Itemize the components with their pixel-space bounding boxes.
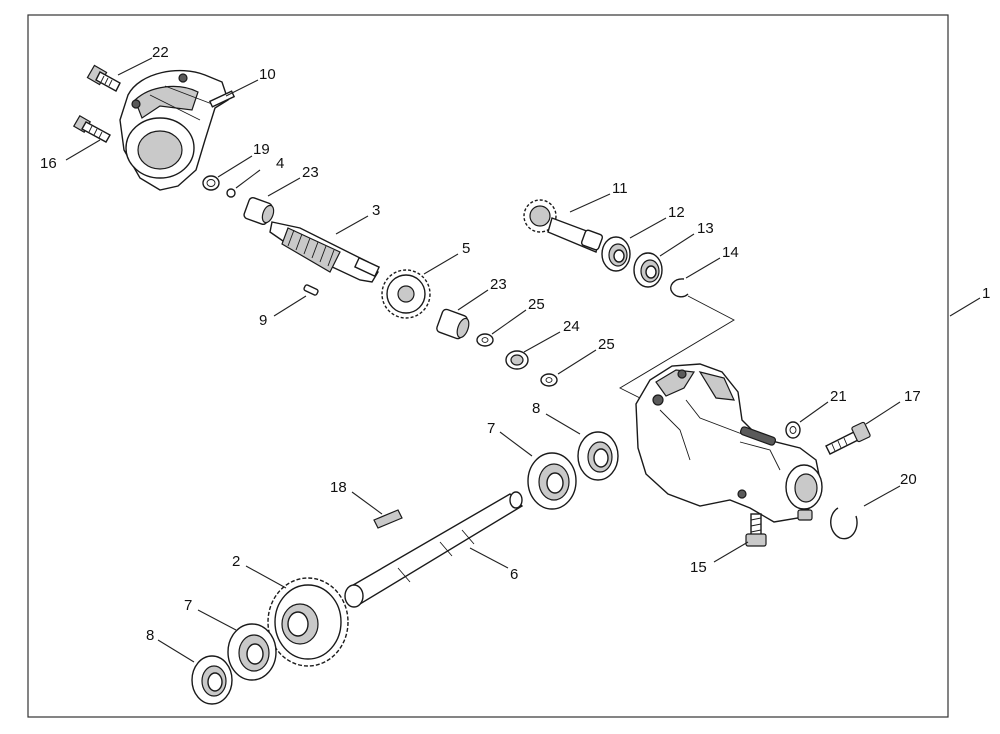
label-25-upper: 25 (528, 296, 545, 313)
label-25-lower: 25 (598, 336, 615, 353)
leader-lines (65, 57, 981, 663)
label-23-middle: 23 (490, 276, 507, 293)
worm-shaft-3 (269, 221, 381, 283)
label-22: 22 (152, 44, 169, 61)
label-1: 1 (982, 285, 990, 302)
label-12: 12 (668, 204, 685, 221)
diagram-frame (27, 14, 949, 718)
washer-25-upper (476, 333, 494, 347)
bolt-17 (825, 421, 871, 455)
oil-seal-8-upper (577, 431, 619, 481)
needle-bearing-23-upper (243, 196, 275, 226)
part-labels: 22 10 16 19 4 23 3 5 9 23 25 24 25 11 12… (40, 44, 990, 644)
label-24: 24 (563, 318, 580, 335)
washer-19 (202, 175, 220, 191)
bolt-22 (86, 64, 121, 92)
washer-21 (785, 421, 801, 439)
ball-bearing-7-upper (527, 452, 577, 510)
bolt-16 (72, 114, 111, 143)
ball-bearing-7-lower (227, 623, 277, 681)
label-19: 19 (253, 141, 270, 158)
label-2: 2 (232, 553, 240, 570)
label-13: 13 (697, 220, 714, 237)
gear-housing-1 (635, 363, 823, 523)
upper-case-cover (119, 69, 229, 191)
label-14: 14 (722, 244, 739, 261)
ball-4 (226, 188, 236, 198)
label-7-lower: 7 (184, 597, 192, 614)
label-10: 10 (259, 66, 276, 83)
circlip-14 (670, 278, 689, 298)
bolt-15 (745, 513, 767, 547)
label-4: 4 (276, 155, 284, 172)
label-15: 15 (690, 559, 707, 576)
key-18 (373, 509, 403, 529)
label-7-upper: 7 (487, 420, 495, 437)
label-6: 6 (510, 566, 518, 583)
label-8-upper: 8 (532, 400, 540, 417)
label-5: 5 (462, 240, 470, 257)
washer-25-lower (540, 373, 558, 387)
label-20: 20 (900, 471, 917, 488)
label-11: 11 (612, 180, 628, 197)
label-8-lower: 8 (146, 627, 154, 644)
label-16: 16 (40, 155, 57, 172)
label-23-upper: 23 (302, 164, 319, 181)
label-18: 18 (330, 479, 347, 496)
ball-bearing-12 (601, 236, 631, 272)
gear-2 (267, 577, 349, 667)
key-9 (303, 284, 319, 296)
gear-5 (381, 269, 431, 319)
pinion-shaft-11 (523, 199, 604, 253)
oil-seal-8-lower (191, 655, 233, 705)
label-17: 17 (904, 388, 921, 405)
drive-shaft-6 (344, 491, 524, 608)
needle-bearing-23-middle (436, 308, 470, 340)
circlip-20 (830, 507, 858, 540)
label-3: 3 (372, 202, 380, 219)
thrust-cage-24 (505, 350, 529, 370)
assembly-bracket-line (619, 295, 735, 399)
label-21: 21 (830, 388, 847, 405)
ball-bearing-13 (633, 252, 663, 288)
label-9: 9 (259, 312, 267, 329)
